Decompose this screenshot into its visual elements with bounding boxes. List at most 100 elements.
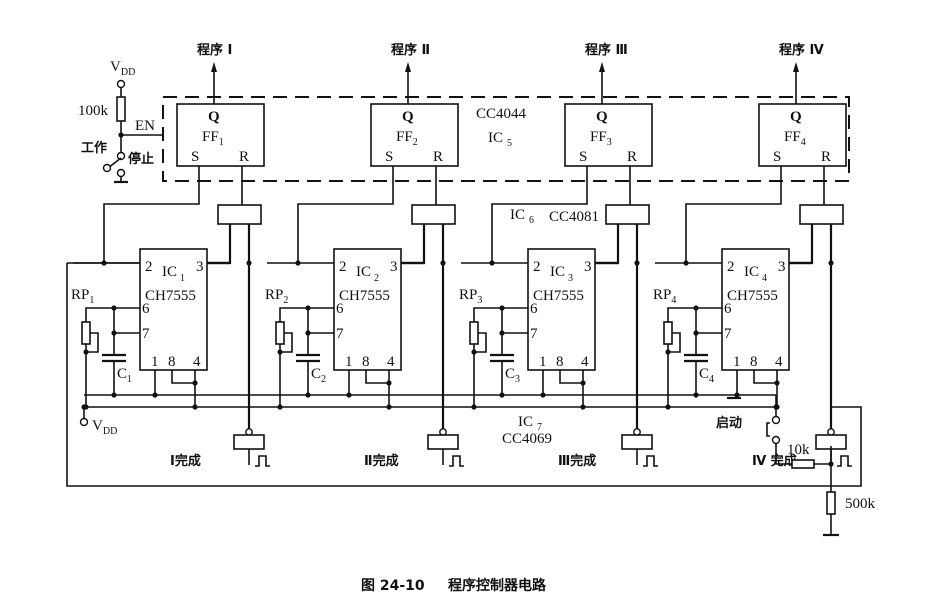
set-wire	[103, 166, 200, 263]
supply-vdd-label: VDD	[92, 418, 117, 437]
feedback-loop-wire	[66, 263, 862, 487]
junction	[634, 260, 640, 266]
s-pin-label: S	[579, 149, 587, 165]
start-pushbutton[interactable]	[766, 422, 770, 437]
flipflop-name: FF1	[202, 129, 224, 148]
junction	[693, 330, 699, 336]
pin-3-label: 3	[390, 259, 398, 275]
potentiometer	[275, 321, 285, 345]
and-input-wire	[206, 224, 232, 265]
q-pin-label: Q	[402, 109, 414, 125]
pulse-icon	[837, 455, 852, 467]
potentiometer	[81, 321, 91, 345]
s-pin-label: S	[191, 149, 199, 165]
junction	[111, 330, 117, 336]
flipflop-name: FF4	[784, 129, 806, 148]
capacitor-label: C3	[505, 366, 520, 385]
resistor-10k-label: 10k	[787, 442, 810, 458]
flipflop-box	[176, 103, 265, 167]
start-circuit: 启动 10k 500k	[716, 395, 876, 537]
pin-6-label: 6	[142, 301, 150, 317]
ic5-part-label: CC4044	[476, 106, 527, 122]
inverter-box	[427, 434, 459, 450]
pin-6-label: 6	[336, 301, 344, 317]
junction	[83, 349, 89, 355]
junction	[192, 380, 198, 386]
pin-2-label: 2	[339, 259, 347, 275]
pin-3-label: 3	[778, 259, 786, 275]
enable-vdd-label: VDD	[110, 59, 135, 78]
resistor-500k	[826, 491, 836, 515]
junction	[246, 260, 252, 266]
flipflop-box	[758, 103, 847, 167]
and-input-wire	[594, 224, 620, 265]
pulse-icon	[449, 455, 464, 467]
and-gate	[605, 204, 650, 225]
pot-wiper	[474, 332, 487, 353]
junction	[499, 330, 505, 336]
pin-8-label: 8	[750, 354, 758, 370]
flipflop-name: FF2	[396, 129, 418, 148]
q-pin-label: Q	[596, 109, 608, 125]
pin6-wire	[85, 307, 140, 322]
rp-label: RP2	[265, 287, 288, 306]
and-input-wire	[788, 224, 814, 265]
program-output-label: 程序 I	[197, 42, 232, 58]
and-gate	[799, 204, 844, 225]
pin8-wire	[171, 370, 195, 384]
vdd-terminal	[116, 79, 126, 89]
completion-label: Ⅱ完成	[364, 453, 399, 469]
and-gate	[411, 204, 456, 225]
pin6-wire	[667, 307, 722, 322]
set-wire	[491, 166, 588, 263]
program-output-label: 程序 Ⅳ	[779, 42, 825, 58]
pin-8-label: 8	[362, 354, 370, 370]
junction	[471, 349, 477, 355]
ic5-boundary	[162, 96, 850, 182]
timer-part-label: CH7555	[339, 288, 390, 304]
pin-1-label: 1	[733, 354, 741, 370]
pin-7-label: 7	[530, 326, 538, 342]
set-wire	[685, 166, 782, 263]
timer-ic-box	[333, 248, 402, 371]
pin-2-label: 2	[533, 259, 541, 275]
enable-circuit: VDD 100k EN 工作 停止	[78, 59, 163, 184]
timer-part-label: CH7555	[533, 288, 584, 304]
set-wire	[297, 166, 394, 263]
program-output-label: 程序 Ⅲ	[585, 42, 628, 58]
flipflop-box	[370, 103, 459, 167]
pin-8-label: 8	[168, 354, 176, 370]
pin-7-label: 7	[724, 326, 732, 342]
pin-3-label: 3	[196, 259, 204, 275]
pin6-wire	[279, 307, 334, 322]
pin8-wire	[559, 370, 583, 384]
r-pin-label: R	[821, 149, 831, 165]
output-arrow-icon	[211, 62, 217, 72]
pin8-wire	[753, 370, 777, 384]
r-pin-label: R	[239, 149, 249, 165]
pin-7-label: 7	[142, 326, 150, 342]
junction	[665, 349, 671, 355]
capacitor-label: C4	[699, 366, 714, 385]
rp-label: RP1	[71, 287, 94, 306]
pin-4-label: 4	[775, 354, 783, 370]
flipflop-box	[564, 103, 653, 167]
pin6-wire	[473, 307, 528, 322]
completion-label: Ⅰ完成	[170, 453, 201, 469]
inverter-box	[621, 434, 653, 450]
timer-part-label: CH7555	[145, 288, 196, 304]
pin-1-label: 1	[151, 354, 159, 370]
output-arrow-icon	[599, 62, 605, 72]
pulse-icon	[255, 455, 270, 467]
r-pin-label: R	[433, 149, 443, 165]
output-arrow-icon	[405, 62, 411, 72]
q-pin-label: Q	[790, 109, 802, 125]
timer-ic-box	[721, 248, 790, 371]
